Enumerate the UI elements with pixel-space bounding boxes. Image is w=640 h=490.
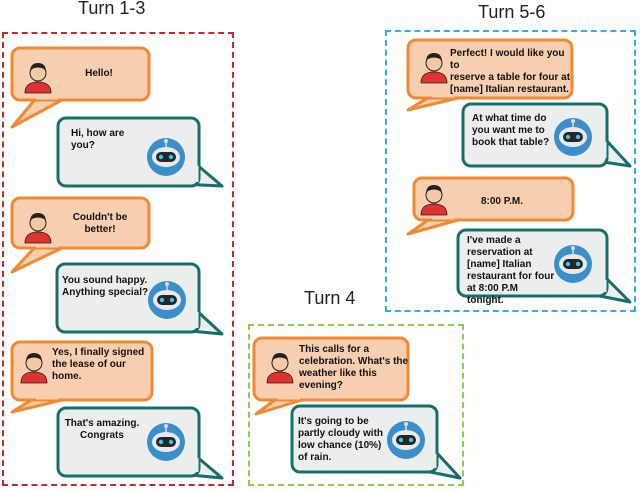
message-text-12: I've made a reservation at [name] Italia… [467,235,555,306]
message-text-9: Perfect! I would like you to reserve a t… [450,48,571,95]
message-text-2: Hi, how are you? [71,128,125,151]
message-text-5: Yes, I finally signed the lease of our h… [52,347,145,382]
turn-1-3-box [2,32,234,486]
bot-bubble-4 [290,404,462,480]
bot-bubble-6 [456,228,632,304]
bot-bubble-2 [55,262,224,336]
robot-avatar-icon [146,422,186,462]
user-bubble-3 [10,340,154,414]
user-bubble-6 [406,176,575,236]
message-text-10: At what time do you want me to book that… [472,113,550,148]
turn-5-6-title: Turn 5-6 [478,2,546,22]
robot-avatar-icon [146,137,186,177]
message-text-3: Couldn't be better! [72,212,128,235]
bot-bubble-5 [461,102,632,168]
message-text-1: Hello! [85,68,113,79]
turn-4-title: Turn 4 [304,288,356,308]
user-bubble-1 [10,46,151,129]
bot-bubble-1 [56,116,224,188]
user-bubble-4 [252,336,410,416]
bot-bubble-3 [56,406,224,480]
turn-4-box [248,324,464,486]
turn-5-6-box [385,30,636,312]
user-bubble-5 [406,38,574,112]
user-bubble-2 [10,196,151,274]
message-text-8: It's going to be partly cloudy with low … [298,416,384,463]
message-text-7: This calls for a celebration. What's the… [299,344,409,391]
message-text-4: You sound happy. Anything special? [62,275,149,298]
message-text-6: That's amazing. Congrats [64,418,140,441]
message-text-11: 8:00 P.M. [480,196,524,207]
turn-1-3-title: Turn 1-3 [78,0,146,18]
